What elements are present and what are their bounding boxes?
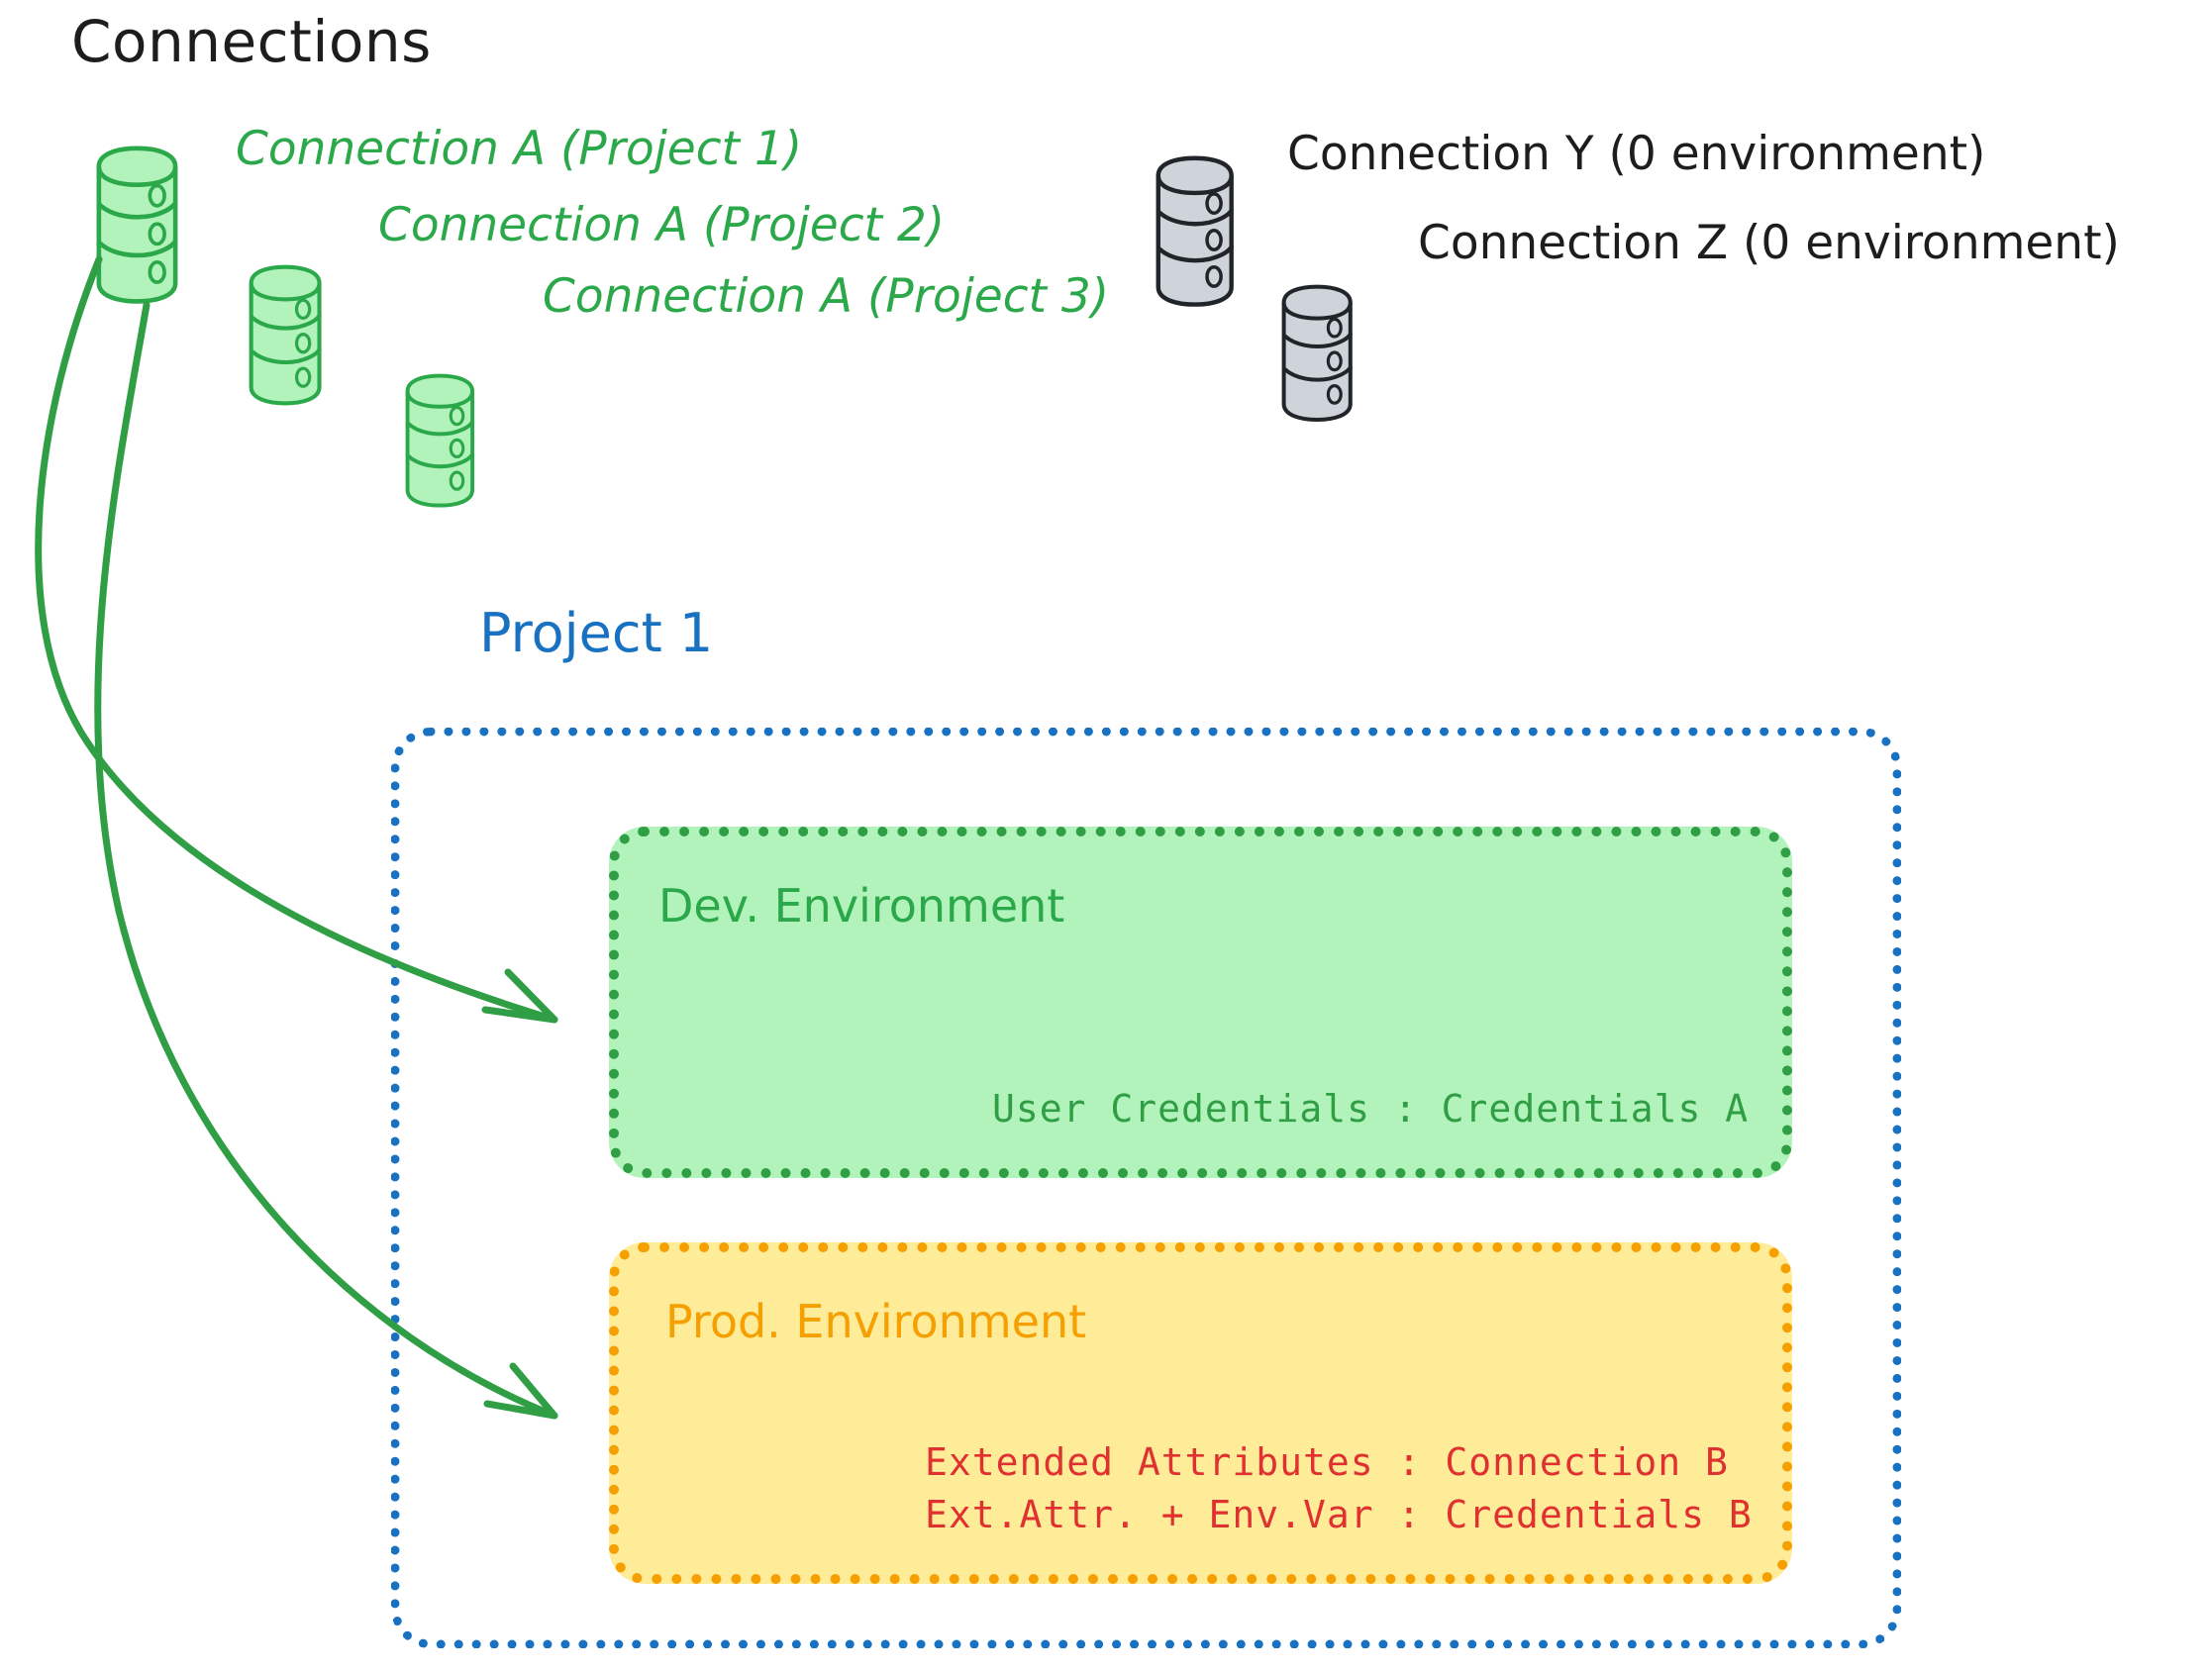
database-icon-connection-y xyxy=(1158,158,1232,305)
prod-environment-title: Prod. Environment xyxy=(665,1295,1087,1348)
connection-label-z: Connection Z (0 environment) xyxy=(1418,216,2120,270)
dev-environment-line-1: User Credentials : Credentials A xyxy=(992,1087,1750,1131)
dev-environment-container xyxy=(609,827,1792,1178)
prod-environment-line-1: Extended Attributes : Connection B xyxy=(925,1440,1729,1484)
dev-environment-title: Dev. Environment xyxy=(658,879,1065,933)
database-icon-connection-a-project-2 xyxy=(251,267,320,404)
page-title: Connections xyxy=(71,8,432,75)
project-title: Project 1 xyxy=(479,602,714,664)
connection-label-y: Connection Y (0 environment) xyxy=(1287,127,1986,181)
database-icon-connection-z xyxy=(1284,287,1351,420)
database-icon-connection-a-project-1 xyxy=(99,148,175,302)
connection-label-a-project-1: Connection A (Project 1) xyxy=(236,122,803,176)
connection-label-a-project-2: Connection A (Project 2) xyxy=(378,198,946,252)
connection-label-a-project-3: Connection A (Project 3) xyxy=(543,269,1110,324)
prod-environment-container xyxy=(609,1242,1792,1584)
database-icon-connection-a-project-3 xyxy=(405,373,475,508)
prod-environment-line-2: Ext.Attr. + Env.Var : Credentials B xyxy=(925,1493,1753,1536)
